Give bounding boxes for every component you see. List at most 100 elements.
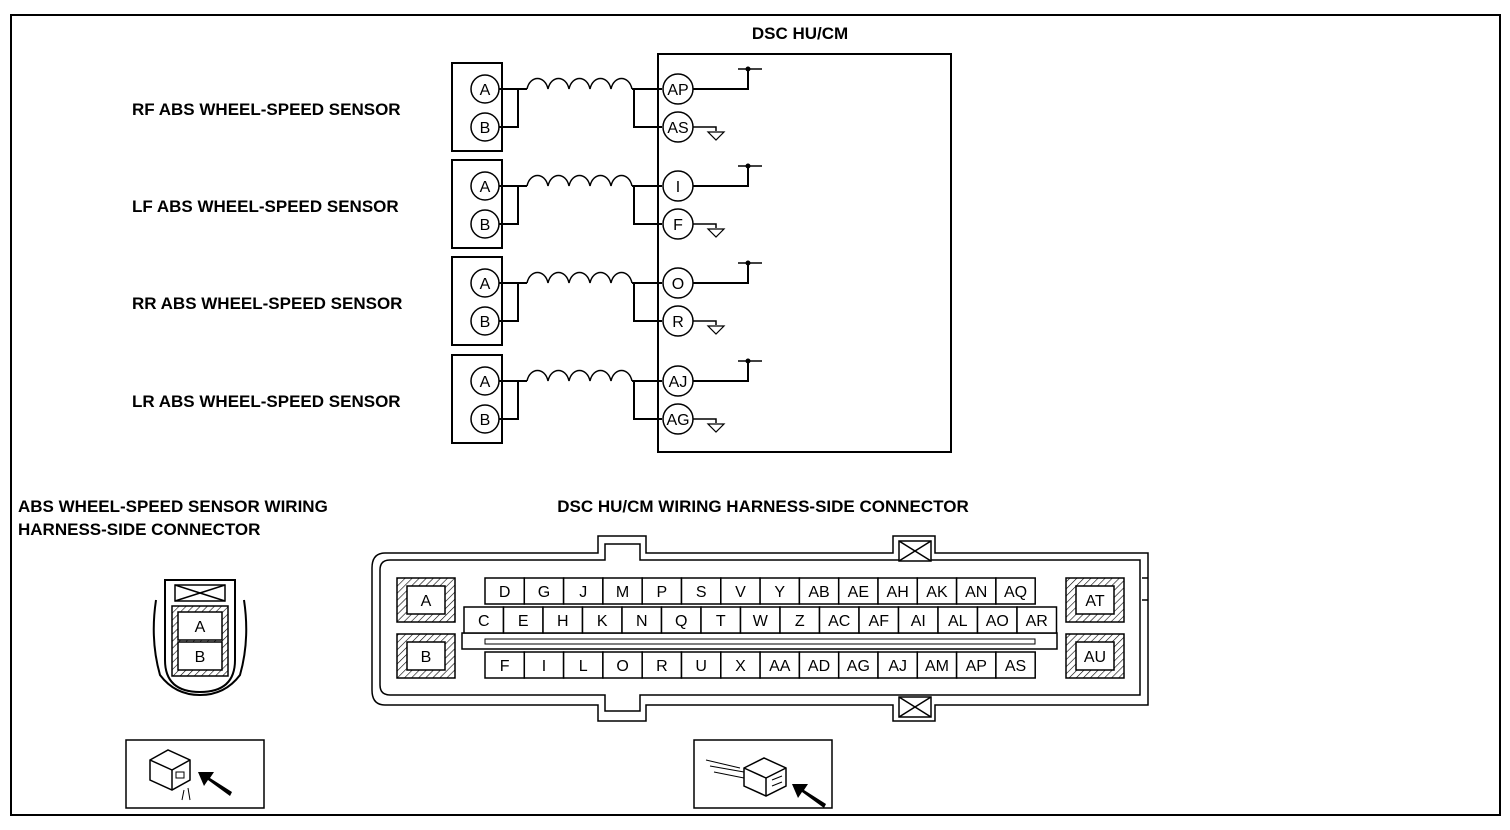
sensor-pin-label: B [480,217,491,234]
ground-icon [706,228,726,238]
twisted-pair [526,369,633,382]
connector-pin-cell: AH [877,577,919,605]
connector-pin-cell: AL [937,606,979,634]
dsc-module-box [657,53,952,453]
connector-pin-cell: AE [837,577,879,605]
connector-pin-cell: X [720,651,761,679]
internal-wire [693,69,749,90]
connector-pin-cell: U [680,651,722,679]
connector-pin-cell: AS [995,651,1036,679]
module-pin-label: R [672,314,684,331]
sensor-label: LF ABS WHEEL-SPEED SENSOR [132,197,399,216]
sensor-pin-label: B [480,412,491,429]
connector-pin-cell: J [562,577,604,605]
svg-text:AH: AH [887,584,909,601]
svg-text:AL: AL [948,613,968,630]
junction-dot [745,66,751,72]
junction-dot [745,163,751,169]
connector-pin-cell: I [523,651,565,679]
svg-text:B: B [421,649,432,666]
connector-pin-cell: AM [916,651,958,679]
ground-icon [706,325,726,335]
svg-text:AU: AU [1084,649,1106,666]
connector-pin-cell: AG [837,651,879,679]
wire [499,89,519,128]
internal-wire [693,223,717,228]
sensor-connector-title-1: ABS WHEEL-SPEED SENSOR WIRING [18,497,328,516]
svg-text:N: N [636,613,648,630]
wire [499,283,519,322]
svg-text:AC: AC [828,613,850,630]
svg-text:L: L [579,658,588,675]
svg-text:AI: AI [911,613,926,630]
connector-pin-cell: AO [976,606,1018,634]
svg-text:Z: Z [795,613,805,630]
sensor-connector: A B [152,579,248,697]
svg-text:J: J [579,584,587,601]
svg-text:AM: AM [925,658,949,675]
sensor-box [451,62,503,152]
connector-pin-cell: AP [955,651,997,679]
connector-pin-cell: AB [798,577,840,605]
junction-dot [745,358,751,364]
connector-pin-cell: D [484,577,526,605]
connector-pin-cell: T [700,606,742,634]
sensor-pin-b: B [195,649,206,666]
connector-pin-cell: Q [660,606,702,634]
wire [499,186,519,225]
sensor-label: LR ABS WHEEL-SPEED SENSOR [132,392,401,411]
connector-pin-cell: P [641,577,683,605]
module-pin-label: AG [666,412,689,429]
svg-text:AG: AG [847,658,870,675]
connector-pin-cell: AN [955,577,997,605]
svg-text:AT: AT [1085,593,1104,610]
svg-text:A: A [421,593,432,610]
connector-pin-cell: Z [779,606,821,634]
svg-text:M: M [616,584,629,601]
svg-text:AO: AO [986,613,1009,630]
module-pin-label: O [672,276,684,293]
connector-front-view-icon [125,739,265,809]
connector-pin-cell: M [602,577,643,605]
connector-pin-cell: AR [1016,606,1058,634]
connector-pin-cell: AC [818,606,860,634]
wire [633,381,662,420]
connector-pin-cell: AQ [995,577,1036,605]
svg-text:AR: AR [1026,613,1048,630]
sensor-box [451,159,503,249]
internal-wire [693,320,717,325]
module-pin-label: AP [667,82,688,99]
svg-text:AQ: AQ [1004,584,1027,601]
svg-text:H: H [557,613,569,630]
sensor-pin-label: A [480,82,491,99]
internal-wire [693,126,717,131]
connector-pin-cell: C [463,606,505,634]
svg-text:AB: AB [808,584,829,601]
connector-pin-cell: G [523,577,565,605]
svg-text:AE: AE [848,584,869,601]
connector-pin-cell: S [680,577,722,605]
sensor-box [451,256,503,346]
junction-dot [745,260,751,266]
connector-pin-cell: L [562,651,604,679]
connector-pin-cell: AA [759,651,801,679]
connector-pin-cell: AF [858,606,900,634]
internal-wire [693,166,749,187]
connector-pin-cell: E [502,606,544,634]
sensor-pin-label: A [480,276,491,293]
connector-pin-cell: F [484,651,526,679]
twisted-pair [526,174,633,187]
connector-pin-cell: AJ [877,651,919,679]
wire [633,186,662,225]
svg-text:C: C [478,613,490,630]
sensor-box [451,354,503,444]
svg-text:AJ: AJ [888,658,907,675]
